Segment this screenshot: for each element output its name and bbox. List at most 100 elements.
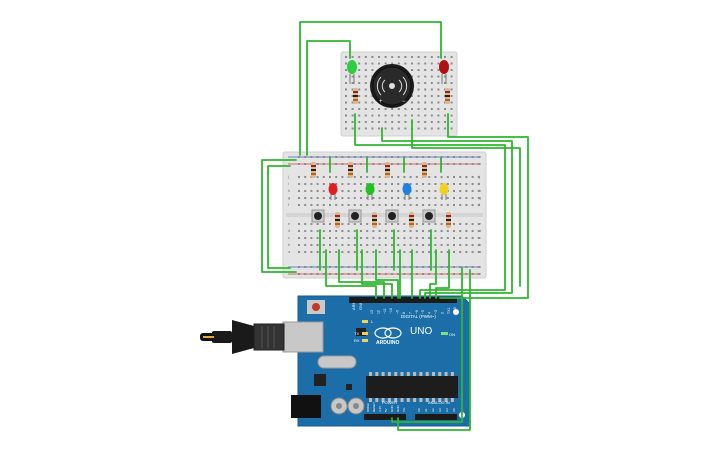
led-blue[interactable] — [402, 183, 412, 200]
wire[interactable] — [435, 249, 450, 299]
resistor[interactable] — [311, 162, 316, 178]
analog-header — [415, 414, 457, 420]
pin-label: GND — [390, 405, 394, 413]
wire[interactable] — [375, 249, 399, 299]
pin-label: A1 — [424, 408, 428, 412]
pin-label: ~11 — [383, 308, 387, 314]
wire[interactable] — [439, 113, 529, 299]
pin-label: 13 — [370, 310, 374, 314]
pin-label: GND — [396, 405, 400, 413]
usb-port — [282, 321, 324, 353]
resistor[interactable] — [335, 212, 340, 228]
row-letter: a — [288, 249, 291, 254]
wires — [261, 21, 529, 431]
small-resistor-right[interactable] — [445, 88, 450, 104]
resistor[interactable] — [446, 212, 451, 228]
pin-label: 2 — [440, 312, 444, 314]
voltage-regulator — [314, 374, 326, 386]
wire[interactable] — [361, 249, 393, 299]
power-header — [364, 414, 406, 420]
pin-label: 12 — [376, 310, 380, 314]
buzzer[interactable]: + − — [370, 64, 414, 108]
pin-label: ~9 — [396, 310, 400, 314]
aref-label: AREF — [351, 299, 356, 310]
push-button[interactable] — [385, 209, 399, 223]
pin-label: 5V — [384, 408, 388, 412]
resistor[interactable] — [372, 212, 377, 228]
arduino-uno[interactable]: L TX RX ON ARDUINO UNO DIGITAL (PWM~) PO… — [282, 295, 471, 427]
wire[interactable] — [299, 21, 442, 156]
pin-label: 4 — [428, 312, 432, 314]
digital-header — [349, 297, 457, 303]
row-letter: f — [288, 202, 290, 207]
brand-label: ARDUINO — [376, 340, 399, 346]
wire[interactable] — [397, 269, 471, 431]
row-letter: e — [288, 221, 291, 226]
analog-label: ANALOG IN — [428, 400, 450, 405]
wire[interactable] — [267, 165, 291, 269]
led-l — [362, 320, 368, 323]
wire[interactable] — [381, 127, 513, 299]
resistor[interactable] — [385, 162, 390, 178]
row-letter: h — [288, 188, 290, 193]
atmega-chip — [366, 376, 458, 398]
push-button[interactable] — [311, 209, 325, 223]
row-letter: h — [479, 188, 481, 193]
buzzer-minus-label: − — [402, 99, 406, 105]
row-letter: c — [288, 235, 290, 240]
wire[interactable] — [354, 113, 506, 299]
wire[interactable] — [411, 119, 521, 287]
pin-label: TX1 — [447, 308, 451, 314]
on-label: ON — [449, 332, 455, 337]
led-on — [441, 332, 448, 335]
rx-label: RX — [354, 338, 360, 343]
pin-label: 7 — [408, 312, 412, 314]
row-letter: b — [288, 242, 291, 247]
led-yellow[interactable] — [439, 183, 449, 200]
led-tx — [362, 332, 368, 335]
push-button[interactable] — [422, 209, 436, 223]
usb-cable[interactable] — [200, 320, 285, 354]
pin-label: ~10 — [389, 308, 393, 314]
pin-label: 3.3V — [378, 406, 382, 412]
main-leds — [328, 183, 449, 200]
row-letter: c — [479, 235, 481, 240]
pin-label: A2 — [431, 408, 435, 412]
led-red[interactable] — [328, 183, 338, 200]
pin-label: A5 — [452, 408, 456, 412]
small-led-red[interactable] — [439, 60, 449, 84]
small-led-green[interactable] — [347, 60, 357, 84]
led-green[interactable] — [365, 183, 375, 200]
pin-label: 8 — [402, 312, 406, 314]
resistor[interactable] — [422, 162, 427, 178]
pin-label: ~5 — [421, 310, 425, 314]
row-letter: d — [479, 228, 481, 233]
l-label: L — [371, 319, 374, 324]
lower-resistors — [335, 212, 451, 228]
power-label: POWER — [382, 400, 397, 405]
resistor[interactable] — [409, 212, 414, 228]
push-button[interactable] — [348, 209, 362, 223]
small-resistor-left[interactable] — [353, 88, 358, 104]
push-buttons — [311, 209, 436, 223]
row-letter: j — [287, 174, 289, 179]
row-letter: i — [288, 181, 289, 186]
reset-button-cap[interactable] — [312, 303, 320, 311]
wire[interactable] — [306, 40, 351, 156]
wire[interactable] — [325, 249, 377, 299]
row-letter: f — [479, 202, 481, 207]
pin-label: ~3 — [434, 310, 438, 314]
wire[interactable] — [391, 267, 463, 423]
wire[interactable] — [429, 249, 437, 299]
pin-label: RX0 — [453, 307, 457, 314]
resistor[interactable] — [348, 162, 353, 178]
row-letter: i — [479, 181, 480, 186]
wire[interactable] — [261, 159, 297, 273]
row-letter: d — [288, 228, 290, 233]
